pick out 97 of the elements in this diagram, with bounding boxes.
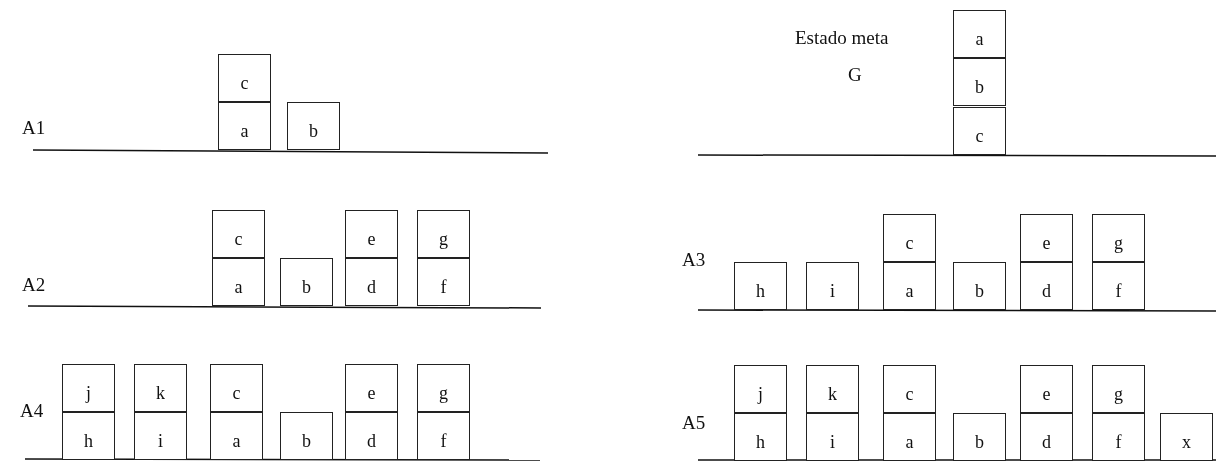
block-box (345, 210, 398, 258)
block-letter: e (1041, 384, 1052, 404)
state-label: Estado meta (795, 27, 889, 49)
block-box (134, 412, 187, 460)
block-box (417, 258, 470, 306)
block-box (1160, 413, 1213, 461)
block-box (134, 364, 187, 412)
block-letter: j (756, 384, 764, 404)
block-letter: c (239, 73, 250, 93)
block-letter: b (308, 121, 319, 141)
block-box (1092, 214, 1145, 262)
block-letter: e (366, 229, 377, 249)
block-box (62, 412, 115, 460)
block-box (1020, 413, 1073, 461)
block-letter: c (974, 126, 985, 146)
block-letter: a (974, 29, 985, 49)
block-box (1092, 365, 1145, 413)
block-letter: b (974, 281, 985, 301)
block-box (883, 214, 936, 262)
block-box (806, 365, 859, 413)
block-box (1020, 365, 1073, 413)
block-letter: h (83, 431, 94, 451)
block-letter: a (231, 431, 242, 451)
block-box (212, 258, 265, 306)
block-letter: f (439, 431, 448, 451)
block-box (417, 210, 470, 258)
block-letter: f (1114, 432, 1123, 452)
block-letter: d (1041, 281, 1052, 301)
block-box (417, 412, 470, 460)
block-letter: b (301, 277, 312, 297)
block-letter: b (974, 432, 985, 452)
block-letter: a (904, 432, 915, 452)
block-box (1020, 214, 1073, 262)
block-letter: c (904, 384, 915, 404)
block-box (345, 258, 398, 306)
state-label: A2 (22, 274, 46, 296)
state-label: A3 (682, 249, 706, 271)
block-box (953, 413, 1006, 461)
block-box (806, 413, 859, 461)
block-letter: h (755, 281, 766, 301)
block-box (210, 412, 263, 460)
block-box (883, 262, 936, 310)
block-letter: a (239, 121, 250, 141)
block-letter: h (755, 432, 766, 452)
block-box (883, 413, 936, 461)
state-label: A4 (20, 400, 44, 422)
block-letter: c (904, 233, 915, 253)
block-box (1020, 262, 1073, 310)
block-letter: i (829, 281, 836, 301)
block-letter: b (974, 77, 985, 97)
block-box (1092, 262, 1145, 310)
block-letter: d (366, 277, 377, 297)
state-label: A5 (682, 412, 706, 434)
block-box (280, 258, 333, 306)
block-box (345, 412, 398, 460)
block-letter: k (155, 383, 166, 403)
block-letter: i (157, 431, 164, 451)
block-box (218, 102, 271, 150)
block-box (953, 262, 1006, 310)
block-letter: g (1113, 233, 1124, 253)
block-letter: g (438, 383, 449, 403)
block-box (345, 364, 398, 412)
block-letter: j (84, 383, 92, 403)
block-letter: e (366, 383, 377, 403)
block-letter: f (439, 277, 448, 297)
block-letter: k (827, 384, 838, 404)
block-box (417, 364, 470, 412)
block-letter: a (904, 281, 915, 301)
block-box (212, 210, 265, 258)
block-letter: x (1181, 432, 1192, 452)
block-letter: d (1041, 432, 1052, 452)
state-label: A1 (22, 117, 46, 139)
block-letter: a (233, 277, 244, 297)
block-box (734, 413, 787, 461)
block-letter: i (829, 432, 836, 452)
block-box (734, 365, 787, 413)
block-letter: c (231, 383, 242, 403)
block-letter: e (1041, 233, 1052, 253)
block-letter: g (1113, 384, 1124, 404)
block-letter: f (1114, 281, 1123, 301)
block-letter: g (438, 229, 449, 249)
block-box (287, 102, 340, 150)
block-box (953, 58, 1006, 106)
block-box (734, 262, 787, 310)
block-box (218, 54, 271, 102)
block-box (210, 364, 263, 412)
block-box (883, 365, 936, 413)
block-box (280, 412, 333, 460)
block-letter: c (233, 229, 244, 249)
block-box (806, 262, 859, 310)
block-box (1092, 413, 1145, 461)
block-box (953, 107, 1006, 155)
block-letter: d (366, 431, 377, 451)
block-box (62, 364, 115, 412)
state-label: G (848, 64, 862, 86)
block-letter: b (301, 431, 312, 451)
block-box (953, 10, 1006, 58)
